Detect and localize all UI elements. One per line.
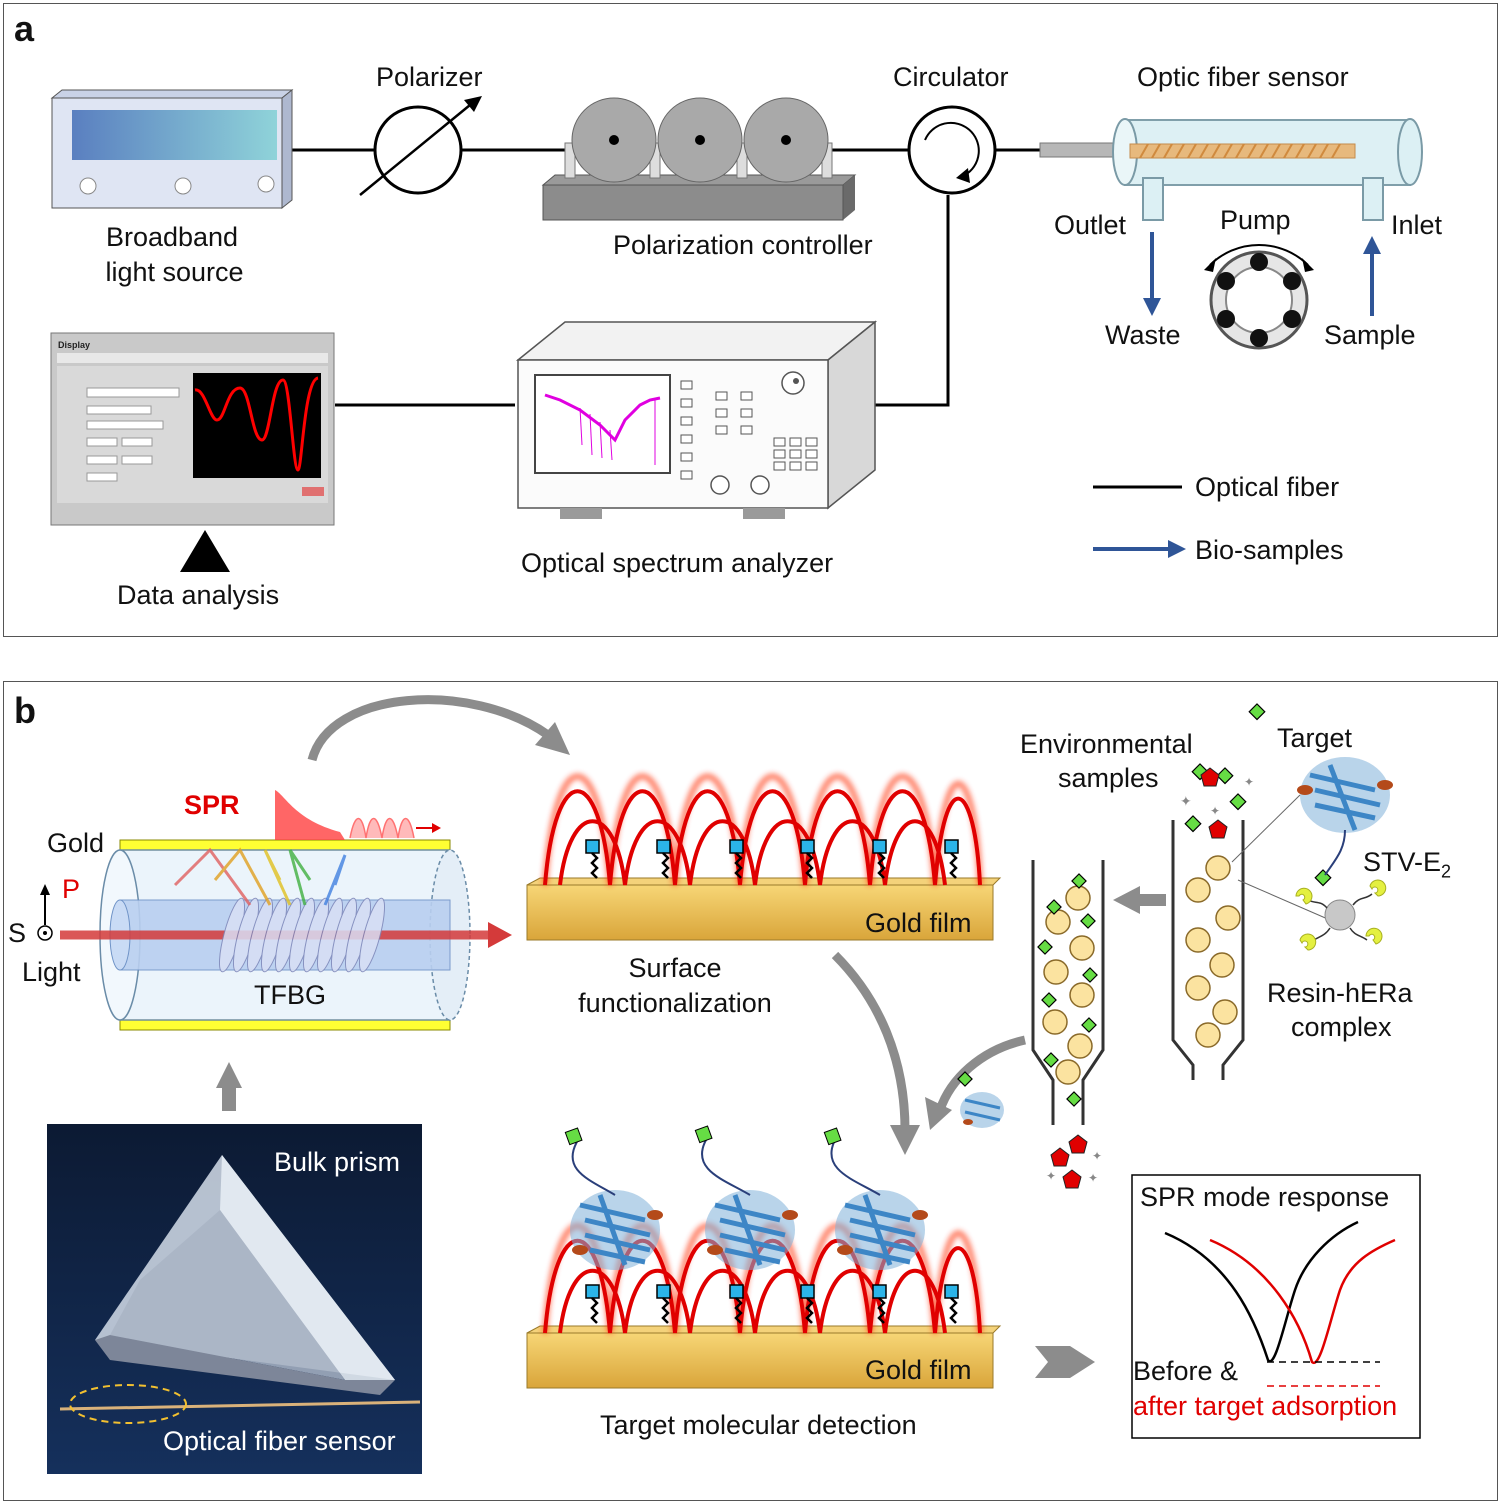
optic-fiber-sensor-icon — [1039, 118, 1423, 221]
resin-label-1: Resin-hERa — [1267, 978, 1413, 1008]
osa-label: Optical spectrum analyzer — [521, 548, 834, 578]
target-detection-label: Target molecular detection — [600, 1410, 917, 1440]
broadband-label-2: light source — [105, 257, 244, 287]
stv-e2-label: STV-E2 — [1363, 845, 1451, 888]
svg-text:✦: ✦ — [1210, 804, 1220, 818]
panel-a-diagram — [50, 88, 1423, 572]
outlet-label: Outlet — [1054, 210, 1127, 240]
spr-response-title: SPR mode response — [1140, 1182, 1390, 1212]
panel-a-label: a — [14, 8, 35, 49]
optical-spectrum-analyzer-icon — [515, 320, 878, 519]
resin-label-2: complex — [1291, 1012, 1392, 1042]
after-label: after target adsorption — [1133, 1391, 1398, 1421]
spr-label: SPR — [184, 790, 240, 820]
prism-photo — [47, 1124, 422, 1474]
polarization-controller-label: Polarization controller — [613, 230, 873, 260]
svg-text:✦: ✦ — [1180, 794, 1192, 810]
light-label: Light — [22, 957, 81, 987]
gold-label: Gold — [47, 828, 105, 858]
sample-label: Sample — [1324, 320, 1416, 350]
circulator-label: Circulator — [893, 62, 1009, 92]
surface-label-1: Surface — [628, 953, 722, 983]
gold-film-bottom — [526, 1125, 1002, 1389]
triangle-pointer-icon — [180, 530, 230, 572]
polarizer-icon — [359, 96, 482, 196]
pump-icon — [1204, 243, 1314, 350]
legend-bio-samples-label: Bio-samples — [1195, 535, 1344, 565]
gold-film-bottom-label: Gold film — [865, 1355, 972, 1385]
resin-columns — [1031, 820, 1245, 1125]
free-protein-icon — [960, 1092, 1004, 1128]
waste-label: Waste — [1105, 320, 1181, 350]
environmental-label-1: Environmental — [1020, 729, 1193, 759]
svg-text:✦: ✦ — [1088, 1171, 1098, 1185]
inlet-label: Inlet — [1391, 210, 1443, 240]
resin-beads — [1042, 855, 1241, 1085]
gold-film-top-label: Gold film — [865, 908, 972, 938]
spr-before-curve — [1164, 1220, 1359, 1363]
gold-film-top — [526, 774, 1002, 941]
svg-text:✦: ✦ — [1092, 1149, 1102, 1163]
broadband-label-1: Broadband — [105, 222, 239, 252]
tfbg-label: TFBG — [254, 980, 326, 1010]
environmental-label-2: samples — [1058, 763, 1159, 793]
surface-label-2: functionalization — [578, 988, 772, 1018]
panel-b-label: b — [14, 690, 36, 731]
bio-sample-arrows — [1143, 232, 1381, 316]
legend — [1093, 485, 1186, 558]
svg-text:✦: ✦ — [1244, 775, 1254, 789]
resin-hera-complex-icon — [1295, 879, 1387, 951]
optic-fiber-sensor-label: Optic fiber sensor — [1137, 62, 1349, 92]
spr-after-curve — [1209, 1238, 1396, 1364]
optical-fiber-sensor-label: Optical fiber sensor — [163, 1426, 396, 1456]
legend-optical-fiber-label: Optical fiber — [1195, 472, 1340, 502]
data-analysis-label: Data analysis — [117, 580, 280, 610]
broadband-light-source-icon — [50, 88, 294, 210]
before-label: Before & — [1133, 1356, 1239, 1386]
polarizer-label: Polarizer — [376, 62, 483, 92]
display-window-title: Display — [58, 340, 91, 350]
s-polarization-label: S — [8, 918, 27, 948]
p-polarization-label: P — [62, 874, 81, 904]
data-analysis-display — [50, 332, 335, 526]
pump-label: Pump — [1220, 205, 1291, 235]
circulator-icon — [907, 105, 997, 195]
target-label: Target — [1277, 723, 1353, 753]
pentagon-contaminants — [1050, 767, 1228, 1189]
bound-protein-icons — [564, 1125, 928, 1270]
polarization-controller-icon — [541, 97, 857, 221]
bulk-prism-label: Bulk prism — [274, 1147, 401, 1177]
svg-text:✦: ✦ — [1046, 1169, 1056, 1183]
stv-e-text: STV-E — [1363, 847, 1442, 877]
tfbg-fiber-icon — [37, 790, 512, 1031]
spr-response-graph — [1131, 1174, 1421, 1439]
optical-fiber-lines — [290, 148, 1040, 407]
sparkle-icons: ✦ ✦ ✦ ✦ ✦ ✦ — [1046, 775, 1254, 1185]
stv-protein-icon — [1231, 757, 1393, 921]
stv-subscript: 2 — [1441, 861, 1452, 882]
process-arrows — [307, 695, 1027, 1131]
